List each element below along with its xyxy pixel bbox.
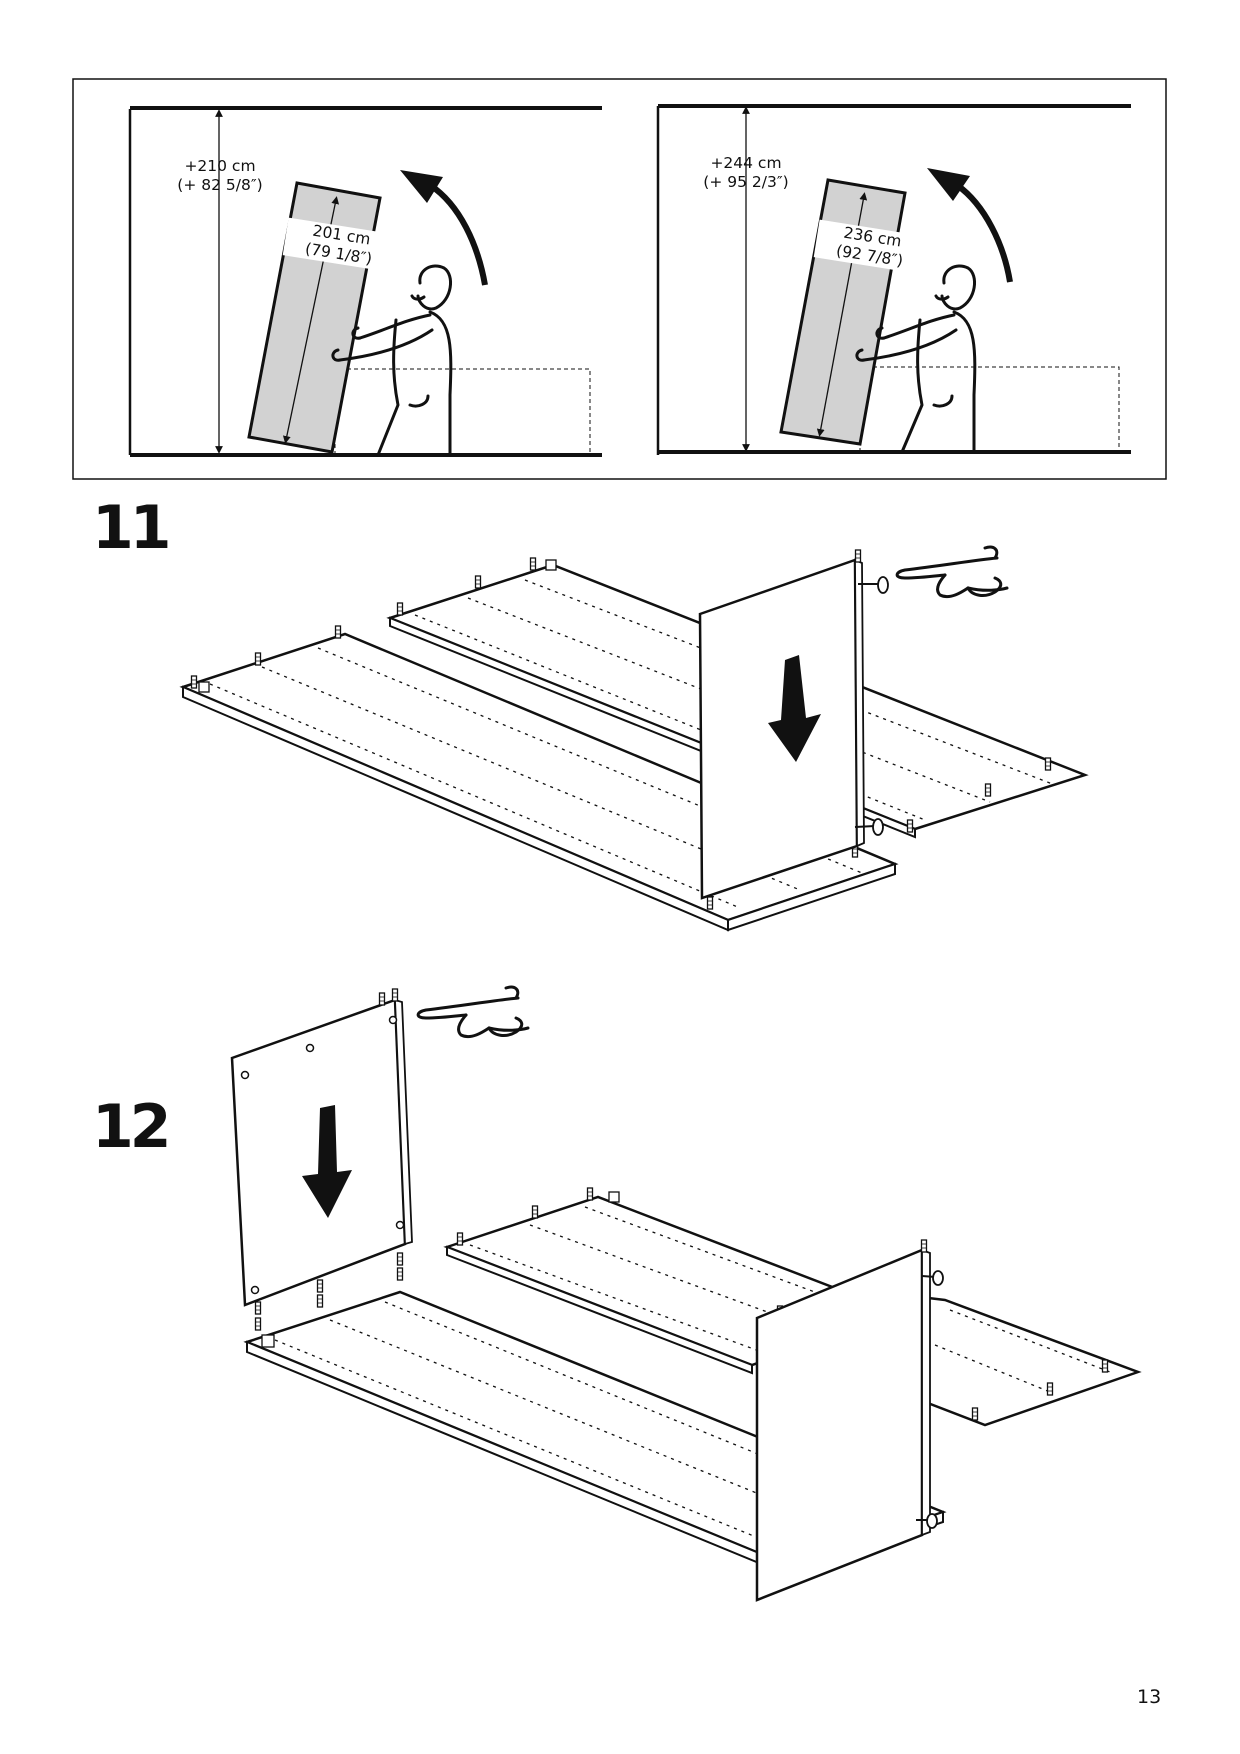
step-11-illustration	[179, 545, 1089, 932]
page-number: 13	[1137, 1686, 1162, 1708]
person-figure	[331, 264, 453, 457]
person-figure	[855, 264, 977, 454]
height-label-in: (+ 82 5/8″)	[177, 176, 263, 194]
height-label-cm: +244 cm	[710, 154, 782, 172]
pointing-hand-icon	[416, 985, 530, 1039]
height-label-in: (+ 95 2/3″)	[703, 173, 789, 191]
side-panel	[230, 998, 407, 1307]
rotate-arrow-icon	[955, 182, 1013, 283]
height-label-cm: +210 cm	[184, 157, 256, 175]
down-arrow-icon	[302, 1105, 352, 1218]
rotate-arrow-icon	[428, 182, 488, 286]
step-number-12: 12	[92, 1092, 171, 1162]
clearance-frame	[72, 78, 1167, 480]
cam-bolt-icon	[854, 576, 889, 836]
step-12-illustration	[230, 985, 1142, 1602]
step-number-11: 11	[92, 493, 171, 563]
pointing-hand-icon	[895, 545, 1009, 599]
cam-bolt-icon	[916, 1270, 944, 1529]
down-arrow-icon	[768, 655, 821, 762]
